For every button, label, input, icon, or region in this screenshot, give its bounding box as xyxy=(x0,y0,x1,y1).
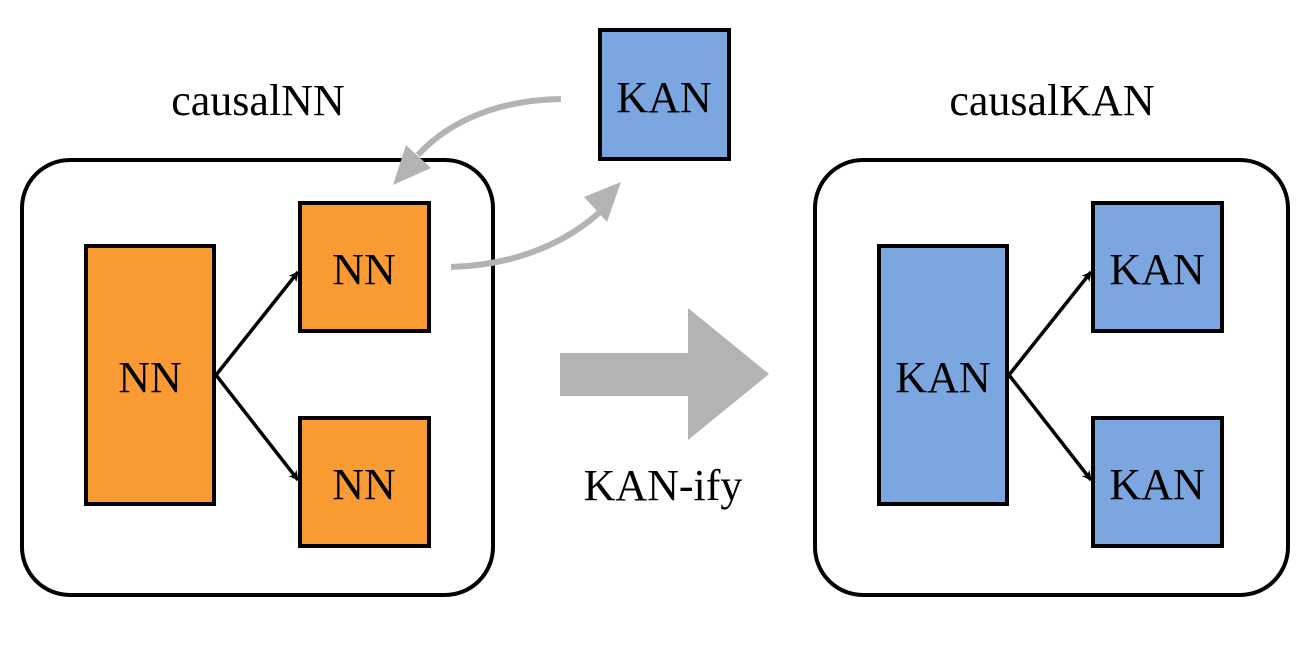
nn-big-node-label: NN xyxy=(118,353,182,402)
causal-nn-title: causalNN xyxy=(171,76,345,125)
kan-big-node[interactable] xyxy=(877,244,1009,506)
kan-floating-node[interactable] xyxy=(598,28,731,161)
nn-top-node[interactable] xyxy=(298,201,431,333)
kan-top-node[interactable] xyxy=(1091,201,1224,333)
swap-in-arrow xyxy=(415,96,562,158)
nn-bottom-node[interactable] xyxy=(298,416,431,548)
nn-top-node-label: NN xyxy=(332,245,396,294)
kan-big-node-label: KAN xyxy=(895,353,990,402)
kan-bottom-node-label: KAN xyxy=(1109,460,1204,509)
nn-bottom-node-label: NN xyxy=(332,460,396,509)
kan-edge-bottom-arrow xyxy=(1007,373,1093,482)
nn-edge-bottom-arrow xyxy=(214,373,300,482)
kan-ify-arrow xyxy=(560,308,769,440)
swap-out-arrowhead xyxy=(584,182,621,222)
kan-floating-node-label: KAN xyxy=(616,73,711,122)
causal-nn-panel: NN NN NN xyxy=(20,158,495,597)
kan-top-node-label: KAN xyxy=(1109,245,1204,294)
swap-in-arrowhead xyxy=(393,145,431,185)
kan-edge-top-arrow xyxy=(1007,270,1093,377)
swap-out-arrow xyxy=(450,207,605,270)
nn-big-node[interactable] xyxy=(84,244,216,506)
causal-kan-panel: KAN KAN KAN xyxy=(813,158,1290,597)
causal-kan-title: causalKAN xyxy=(949,76,1154,125)
kan-ify-label: KAN-ify xyxy=(584,461,743,510)
nn-edge-top-arrow xyxy=(214,270,300,377)
kan-bottom-node[interactable] xyxy=(1091,416,1224,548)
